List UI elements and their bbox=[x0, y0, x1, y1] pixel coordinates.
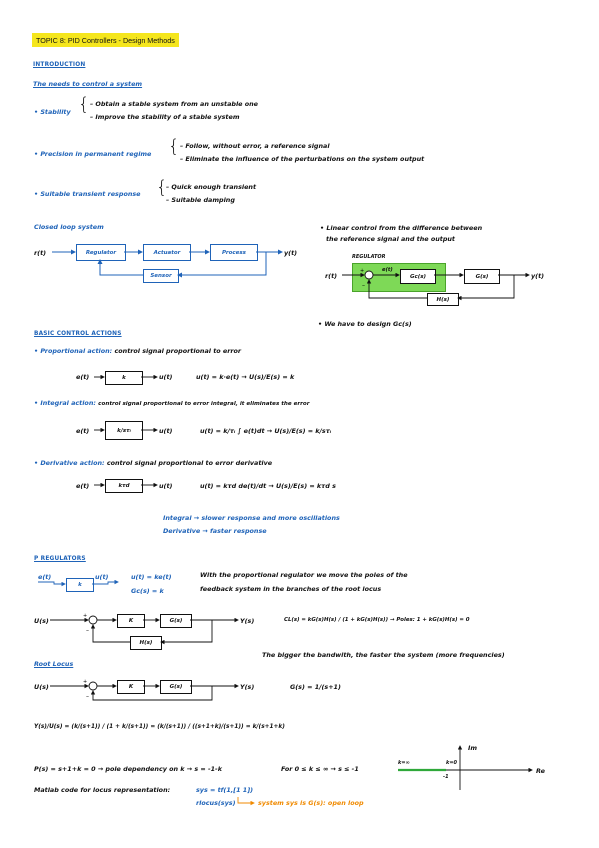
svg-text:–: – bbox=[86, 627, 89, 634]
precision-label: • Precision in permanent regime bbox=[34, 150, 152, 158]
precision-item-1: – Follow, without error, a reference sig… bbox=[180, 142, 330, 150]
proportional-desc: • Proportional action: control signal pr… bbox=[34, 347, 242, 355]
int-in: e(t) bbox=[76, 427, 90, 435]
actuator-block: Actuator bbox=[143, 244, 191, 261]
rl-k-block: K bbox=[117, 680, 145, 694]
prop-in: e(t) bbox=[76, 373, 90, 381]
process-block: Process bbox=[210, 244, 258, 261]
transient-label: • Suitable transient response bbox=[34, 190, 141, 198]
preg-block: k bbox=[66, 578, 94, 592]
der-block: kτd bbox=[105, 479, 143, 493]
precision-item-2: – Eliminate the influence of the perturb… bbox=[180, 155, 425, 163]
p-reg-heading: P REGULATORS bbox=[34, 556, 86, 562]
code-note: system sys is G(s): open loop bbox=[258, 799, 364, 807]
der-out: u(t) bbox=[159, 482, 173, 490]
linear-control-text-2: the reference signal and the output bbox=[326, 235, 455, 243]
g-block: G(s) bbox=[464, 269, 500, 284]
svg-text:–: – bbox=[362, 282, 365, 289]
minus-one-label: -1 bbox=[443, 774, 449, 780]
derivative-note: Derivative → faster response bbox=[163, 527, 267, 535]
bandwidth-note: The bigger the bandwith, the faster the … bbox=[262, 651, 505, 659]
matlab-code-2: rlocus(sys) bbox=[196, 799, 236, 807]
ploop-k-block: K bbox=[117, 614, 145, 628]
pole-equation: P(s) = s+1+k = 0 → pole dependency on k … bbox=[34, 765, 222, 773]
transient-item-2: – Suitable damping bbox=[166, 196, 235, 204]
svg-text:+: + bbox=[83, 679, 87, 685]
derivative-desc: • Derivative action: control signal prop… bbox=[34, 459, 273, 467]
int-eq: u(t) = k/τᵢ ∫ e(t)dt → U(s)/E(s) = k/sτᵢ bbox=[200, 427, 332, 435]
stability-brace: { bbox=[78, 94, 90, 115]
transient-brace: { bbox=[156, 177, 168, 198]
preg-out: u(t) bbox=[95, 573, 109, 581]
intro-heading: INTRODUCTION bbox=[33, 62, 86, 68]
preg-eq2: Gc(s) = k bbox=[131, 587, 164, 595]
page-title: TOPIC 8: PID Controllers - Design Method… bbox=[32, 33, 179, 47]
transient-item-1: – Quick enough transient bbox=[166, 183, 257, 191]
integral-note: Integral → slower response and more osci… bbox=[163, 514, 340, 522]
root-locus-heading: Root Locus bbox=[34, 660, 74, 668]
stability-item-1: – Obtain a stable system from an unstabl… bbox=[90, 100, 259, 108]
prop-block: k bbox=[105, 371, 143, 385]
linear-control-text-1: • Linear control from the difference bet… bbox=[320, 224, 483, 232]
axis-re: Re bbox=[536, 767, 545, 775]
prop-eq: u(t) = k·e(t) → U(s)/E(s) = k bbox=[196, 373, 295, 381]
lc-error: e(t) bbox=[382, 267, 393, 273]
int-block: k/sτᵢ bbox=[105, 421, 143, 440]
closed-loop-title: Closed loop system bbox=[34, 223, 104, 231]
rl-g-block: G(s) bbox=[160, 680, 192, 694]
preg-desc-2: feedback system in the branches of the r… bbox=[200, 585, 382, 593]
rl-out: Y(s) bbox=[240, 683, 255, 691]
matlab-code-1: sys = tf(1,[1 1]) bbox=[196, 786, 254, 794]
stability-label: • Stability bbox=[34, 108, 71, 116]
precision-brace: { bbox=[168, 136, 180, 157]
svg-text:–: – bbox=[86, 693, 89, 700]
matlab-label: Matlab code for locus representation: bbox=[34, 786, 171, 794]
closed-loop-input: r(t) bbox=[34, 249, 47, 257]
ploop-g-block: G(s) bbox=[160, 614, 192, 628]
preg-eq1: u(t) = ke(t) bbox=[131, 573, 172, 581]
design-note: • We have to design Gc(s) bbox=[318, 320, 412, 328]
closed-loop-output: y(t) bbox=[284, 249, 298, 257]
regulator-label: REGULATOR bbox=[352, 254, 386, 260]
lc-output: y(t) bbox=[531, 272, 545, 280]
stability-item-2: – Improve the stability of a stable syst… bbox=[90, 113, 240, 121]
der-eq: u(t) = kτd de(t)/dt → U(s)/E(s) = kτd s bbox=[200, 482, 336, 490]
preg-in: e(t) bbox=[38, 573, 52, 581]
svg-text:+: + bbox=[83, 613, 87, 619]
transfer-fraction: Y(s)/U(s) = (k/(s+1)) / (1 + k/(s+1)) = … bbox=[34, 724, 285, 730]
k-inf-label: k=∞ bbox=[398, 760, 410, 766]
int-out: u(t) bbox=[159, 427, 173, 435]
preg-desc-1: With the proportional regulator we move … bbox=[200, 571, 408, 579]
axis-im: Im bbox=[468, 744, 478, 752]
k-range: For 0 ≤ k ≤ ∞ → s ≤ -1 bbox=[281, 765, 359, 773]
k-zero-label: k=0 bbox=[446, 760, 457, 766]
intro-subheading: The needs to control a system bbox=[33, 80, 143, 88]
ploop-out: Y(s) bbox=[240, 617, 255, 625]
basic-heading: BASIC CONTROL ACTIONS bbox=[34, 331, 122, 337]
rl-g-def: G(s) = 1/(s+1) bbox=[290, 683, 341, 691]
rl-in: U(s) bbox=[34, 683, 49, 691]
prop-out: u(t) bbox=[159, 373, 173, 381]
svg-text:+: + bbox=[360, 268, 364, 274]
cl-equation: CL(s) = kG(s)H(s) / (1 + kG(s)H(s)) → Po… bbox=[284, 617, 470, 623]
sensor-block: Sensor bbox=[143, 269, 179, 283]
integral-desc: • Integral action: control signal propor… bbox=[34, 399, 310, 407]
der-in: e(t) bbox=[76, 482, 90, 490]
lc-input: r(t) bbox=[325, 272, 338, 280]
gc-block: Gc(s) bbox=[400, 269, 436, 284]
ploop-in: U(s) bbox=[34, 617, 49, 625]
